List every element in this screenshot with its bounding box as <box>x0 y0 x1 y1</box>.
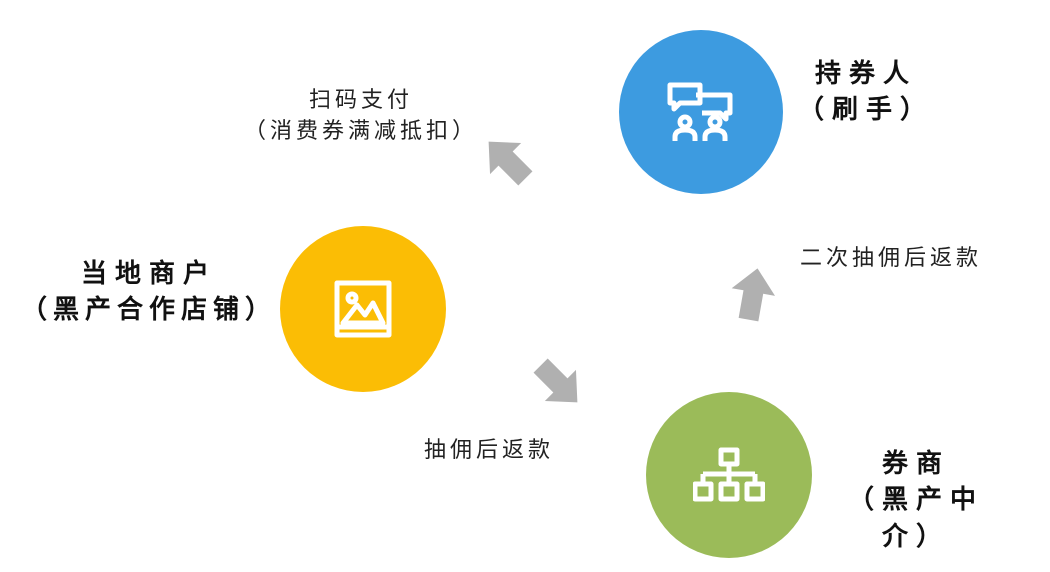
broker-label: 券商 （黑产中介） <box>826 446 1006 555</box>
hierarchy-icon <box>693 447 765 502</box>
edge-pay-line2: （消费券满减抵扣） <box>243 118 478 144</box>
edge-second-line1: 二次抽佣后返款 <box>800 246 983 271</box>
chat-people-icon <box>667 82 733 141</box>
node-holder-circle <box>619 30 783 194</box>
image-frame-icon <box>334 280 392 338</box>
edge-second-label: 二次抽佣后返款 <box>800 244 1010 275</box>
arrow-holder-to-merchant-icon <box>488 141 533 186</box>
edge-rebate-line1: 抽佣后返款 <box>424 438 555 463</box>
arrow-broker-to-holder-icon <box>731 268 776 322</box>
node-broker-circle <box>646 392 812 558</box>
merchant-sub: （黑产合作店铺） <box>20 295 277 326</box>
merchant-label: 当地商户 （黑产合作店铺） <box>18 256 280 329</box>
holder-sub: （刷手） <box>797 95 934 126</box>
holder-name: 持券人 <box>814 59 917 89</box>
edge-pay-label: 扫码支付 （消费券满减抵扣） <box>236 86 486 148</box>
broker-sub: （黑产中介） <box>847 485 984 552</box>
arrow-merchant-to-broker-icon <box>533 358 578 403</box>
edge-rebate-label: 抽佣后返款 <box>424 436 574 467</box>
node-merchant-circle <box>280 226 446 392</box>
edge-pay-line1: 扫码支付 <box>308 88 413 113</box>
holder-label: 持券人 （刷手） <box>796 56 936 129</box>
broker-name: 券商 <box>881 449 950 479</box>
merchant-name: 当地商户 <box>80 259 217 289</box>
